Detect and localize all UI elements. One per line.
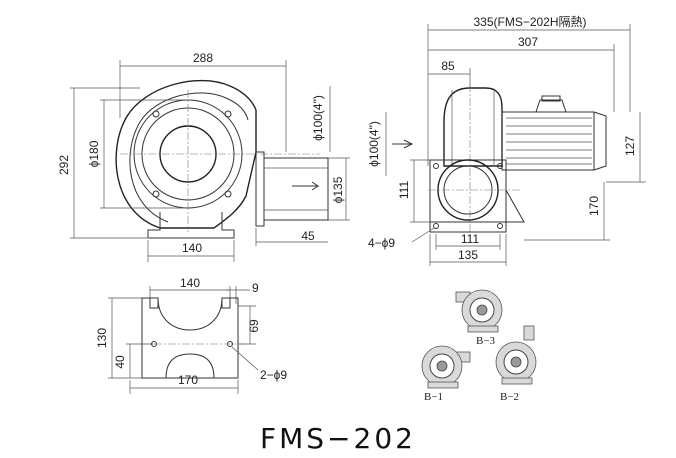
dim-outlet-flange: ϕ135 bbox=[331, 176, 345, 203]
mount-hole-icon bbox=[433, 163, 439, 169]
dim-side-outlet-height: 111 bbox=[397, 181, 411, 200]
label-mount-holes: 4−ϕ9 bbox=[368, 236, 395, 250]
dim-slot-width: 9 bbox=[252, 281, 259, 295]
drawing-title: FMS−202 bbox=[260, 422, 416, 455]
dim-hole-spacing: 69 bbox=[247, 319, 261, 333]
slot-icon bbox=[221, 297, 231, 309]
dim-total-length: 307 bbox=[518, 35, 538, 49]
bolt-icon bbox=[152, 110, 160, 118]
dim-base-offset: 40 bbox=[113, 355, 127, 369]
dim-base-inner: 111 bbox=[461, 232, 480, 246]
side-view: 335(FMS−202H隔熱) 307 85 bbox=[367, 15, 646, 266]
label-b2: B−2 bbox=[500, 391, 519, 403]
side-base bbox=[429, 222, 507, 233]
orientation-b1-icon bbox=[421, 345, 471, 389]
dim-base-width: 140 bbox=[180, 276, 200, 290]
dim-front-base: 140 bbox=[182, 241, 202, 255]
orientation-b2-icon bbox=[495, 325, 537, 385]
dim-base-length: 170 bbox=[178, 373, 198, 387]
side-support bbox=[505, 189, 525, 223]
mount-hole-icon bbox=[433, 223, 439, 229]
dim-motor-height: 127 bbox=[623, 136, 637, 156]
orientation-b3-icon bbox=[455, 289, 503, 333]
terminal-cap bbox=[541, 95, 561, 102]
side-volute bbox=[443, 87, 503, 167]
front-base bbox=[147, 212, 235, 239]
dim-front-height: 292 bbox=[57, 155, 71, 175]
motor-end-cap bbox=[593, 111, 607, 171]
front-view: 288 292 ϕ180 ϕ100(4") ϕ135 140 45 bbox=[57, 51, 350, 262]
bolt-icon bbox=[224, 110, 232, 118]
dim-front-to-center: 85 bbox=[441, 59, 455, 73]
bolt-icon bbox=[152, 190, 160, 198]
terminal-box bbox=[535, 99, 567, 113]
outlet-flange bbox=[255, 151, 265, 227]
front-scroll-inner bbox=[129, 92, 249, 223]
outlet-duct bbox=[263, 157, 329, 221]
base-view: 140 9 130 40 69 170 2−ϕ9 bbox=[95, 276, 287, 394]
bolt-icon bbox=[224, 190, 232, 198]
slot-icon bbox=[149, 297, 159, 309]
inflow-arrow-icon bbox=[392, 139, 414, 149]
dim-side-outlet: ϕ100(4") bbox=[367, 121, 381, 167]
dim-center-height: 170 bbox=[587, 196, 601, 216]
dim-front-width: 288 bbox=[193, 51, 213, 65]
dim-inlet-diameter: ϕ180 bbox=[87, 140, 101, 167]
side-lower-housing bbox=[429, 159, 507, 223]
mount-hole-icon bbox=[497, 163, 503, 169]
mount-hole-icon bbox=[497, 223, 503, 229]
base-plate bbox=[141, 297, 239, 379]
dim-base-outer: 135 bbox=[458, 248, 478, 262]
label-b1: B−1 bbox=[424, 391, 443, 403]
dim-outlet-length: 45 bbox=[301, 229, 315, 243]
flow-arrow-icon bbox=[292, 181, 320, 191]
orientation-views: B−3 B−1 B−2 bbox=[421, 289, 537, 403]
dim-base-depth: 130 bbox=[95, 328, 109, 348]
dim-total-insulated: 335(FMS−202H隔熱) bbox=[473, 15, 586, 29]
dim-outlet-diameter: ϕ100(4") bbox=[311, 95, 325, 141]
base-cutout bbox=[165, 353, 215, 379]
front-scroll-housing bbox=[115, 79, 257, 229]
motor-body bbox=[501, 111, 595, 171]
label-b3: B−3 bbox=[476, 335, 496, 347]
label-base-holes: 2−ϕ9 bbox=[260, 368, 287, 382]
